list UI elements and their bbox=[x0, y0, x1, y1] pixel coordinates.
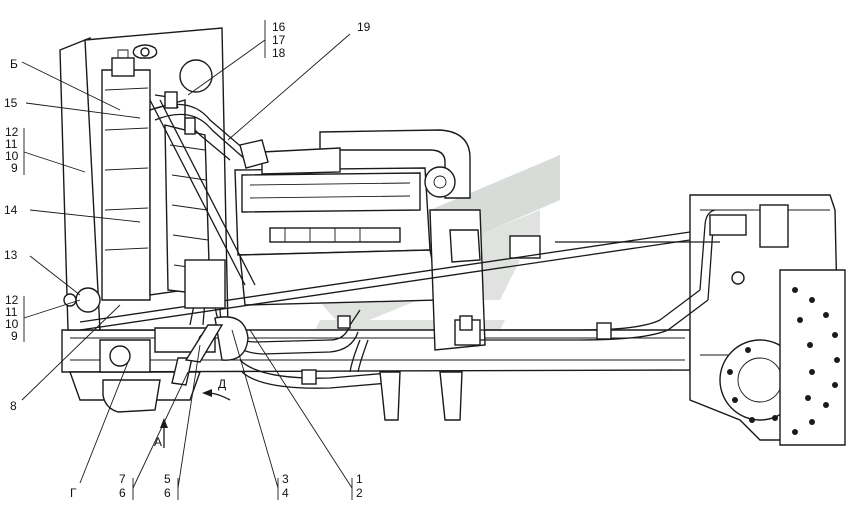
view-label-d: Д bbox=[218, 377, 226, 391]
callout-label: 11 bbox=[5, 137, 18, 151]
leader-lines bbox=[21, 20, 353, 500]
callout-label: 2 bbox=[356, 486, 363, 500]
callout-19: 19 bbox=[357, 20, 371, 34]
callout-15: 15 bbox=[4, 96, 18, 110]
callout-1-2: 1 2 bbox=[356, 472, 363, 500]
callout-label: 16 bbox=[272, 20, 286, 34]
callout-16-17-18: 16 17 18 bbox=[272, 20, 286, 60]
callout-label: 5 bbox=[164, 472, 171, 486]
callout-8: 8 bbox=[10, 399, 17, 413]
callout-label: 11 bbox=[5, 305, 18, 319]
callout-label: 12 bbox=[5, 125, 19, 139]
callout-5-6: 5 6 bbox=[164, 472, 171, 500]
callout-12-11-10-9-bottom: 12 11 10 9 bbox=[5, 293, 19, 343]
callout-label: 18 bbox=[272, 46, 286, 60]
view-label-a: А bbox=[154, 435, 162, 449]
callout-label: 7 bbox=[119, 472, 126, 486]
rear-hub-plate bbox=[719, 269, 846, 446]
callout-14: 14 bbox=[4, 203, 18, 217]
callout-7-6: 7 6 bbox=[119, 472, 126, 500]
lower-brackets bbox=[99, 204, 789, 421]
callout-label: 9 bbox=[11, 161, 18, 175]
callout-label: 10 bbox=[5, 149, 19, 163]
callout-13: 13 bbox=[4, 248, 18, 262]
callout-label: 12 bbox=[5, 293, 19, 307]
callout-label: 9 bbox=[11, 329, 18, 343]
callout-label: 1 bbox=[356, 472, 363, 486]
callout-label: 6 bbox=[119, 486, 126, 500]
view-arrow-d bbox=[202, 389, 231, 401]
callout-3-4: 3 4 bbox=[282, 472, 289, 500]
callout-label: 6 bbox=[164, 486, 171, 500]
callout-label: 17 bbox=[272, 33, 286, 47]
callout-label: 3 bbox=[282, 472, 289, 486]
callout-b: Б bbox=[10, 57, 18, 71]
callout-label: 10 bbox=[5, 317, 19, 331]
callout-12-11-10-9-top: 12 11 10 9 bbox=[5, 125, 19, 175]
callout-g: Г bbox=[70, 486, 77, 500]
callout-label: 4 bbox=[282, 486, 289, 500]
